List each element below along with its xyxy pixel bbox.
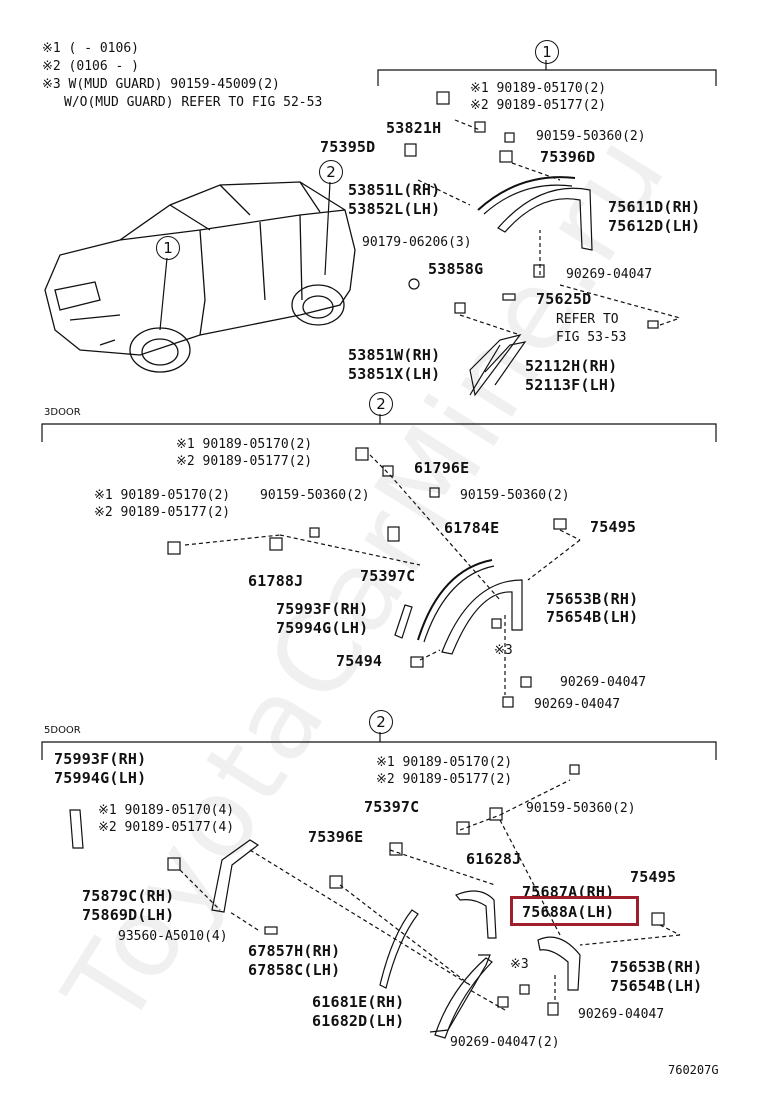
part-75396D[interactable]: 75396D	[540, 148, 596, 166]
part-75396E[interactable]: 75396E	[308, 828, 364, 846]
part-90269-04047-s3b[interactable]: 90269-04047(2)	[450, 1035, 560, 1050]
s3-clip-note-3: ※1 90189-05170(4)	[98, 803, 235, 818]
s2-clip-note-4: ※2 90189-05177(2)	[94, 505, 231, 520]
callout-circle-2-3door: 2	[369, 392, 393, 416]
part-53851X[interactable]: 53851X(LH)	[348, 365, 441, 383]
note-line-1: ※1 ( - 0106)	[42, 41, 139, 56]
part-75688A[interactable]: 75688A(LH)	[522, 903, 615, 921]
part-61682D[interactable]: 61682D(LH)	[312, 1012, 405, 1030]
part-90269-04047-s1[interactable]: 90269-04047	[566, 267, 653, 282]
note-line-3: ※3 W(MUD GUARD) 90159-45009(2)	[42, 77, 280, 92]
part-75653B-s2[interactable]: 75653B(RH)	[546, 590, 639, 608]
part-75654B-s2[interactable]: 75654B(LH)	[546, 608, 639, 626]
part-75687A[interactable]: 75687A(RH)	[522, 883, 615, 901]
part-53821H[interactable]: 53821H	[386, 119, 442, 137]
part-75879C[interactable]: 75879C(RH)	[82, 887, 175, 905]
figure-code: 760207G	[668, 1063, 719, 1077]
part-53851L[interactable]: 53851L(RH)	[348, 181, 441, 199]
callout-circle-2-car: 2	[319, 160, 343, 184]
part-90179-06206[interactable]: 90179-06206(3)	[362, 235, 472, 250]
s2-clip-note-3: ※1 90189-05170(2)	[94, 488, 231, 503]
s1-clip-note-1: ※1 90189-05170(2)	[470, 81, 607, 96]
part-75993F-s3[interactable]: 75993F(RH)	[54, 750, 147, 768]
note-line-4: W/O(MUD GUARD) REFER TO FIG 52-53	[64, 95, 323, 110]
refer-to-label: REFER TO	[556, 312, 619, 327]
s3-clip-note-1: ※1 90189-05170(2)	[376, 755, 513, 770]
part-52113F[interactable]: 52113F(LH)	[525, 376, 618, 394]
part-75494[interactable]: 75494	[336, 652, 383, 670]
s1-clip-note-2: ※2 90189-05177(2)	[470, 98, 607, 113]
part-61796E[interactable]: 61796E	[414, 459, 470, 477]
part-75993F-s2[interactable]: 75993F(RH)	[276, 600, 369, 618]
part-75612D[interactable]: 75612D(LH)	[608, 217, 701, 235]
s3-clip-note-4: ※2 90189-05177(4)	[98, 820, 235, 835]
part-61784E[interactable]: 61784E	[444, 519, 500, 537]
part-75495-s3[interactable]: 75495	[630, 868, 677, 886]
part-52112H[interactable]: 52112H(RH)	[525, 357, 618, 375]
callout-circle-1-car: 1	[156, 236, 180, 260]
part-75397C-s2[interactable]: 75397C	[360, 567, 416, 585]
s2-clip-note-2: ※2 90189-05177(2)	[176, 454, 313, 469]
refer-fig-53-53[interactable]: FIG 53-53	[556, 330, 627, 345]
part-61681E[interactable]: 61681E(RH)	[312, 993, 405, 1011]
section-label-5door: 5DOOR	[44, 725, 81, 736]
part-67857H[interactable]: 67857H(RH)	[248, 942, 341, 960]
part-75994G-s3[interactable]: 75994G(LH)	[54, 769, 147, 787]
vehicle-drawing	[44, 181, 356, 373]
part-61788J[interactable]: 61788J	[248, 572, 304, 590]
section-label-3door: 3DOOR	[44, 407, 81, 418]
part-67858C[interactable]: 67858C(LH)	[248, 961, 341, 979]
part-53858G[interactable]: 53858G	[428, 260, 484, 278]
part-53851W[interactable]: 53851W(RH)	[348, 346, 441, 364]
part-53852L[interactable]: 53852L(LH)	[348, 200, 441, 218]
part-highlight-box	[510, 896, 639, 926]
callout-circle-1: 1	[535, 40, 559, 64]
callout-circle-2-5door: 2	[369, 710, 393, 734]
part-75397C-s3[interactable]: 75397C	[364, 798, 420, 816]
part-90269-04047-s2b[interactable]: 90269-04047	[534, 697, 621, 712]
s3-note-3: ※3	[510, 957, 529, 972]
part-61628J[interactable]: 61628J	[466, 850, 522, 868]
part-75653B-s3[interactable]: 75653B(RH)	[610, 958, 703, 976]
part-75625D[interactable]: 75625D	[536, 290, 592, 308]
note-line-2: ※2 (0106 - )	[42, 59, 139, 74]
part-93560-A5010[interactable]: 93560-A5010(4)	[118, 929, 228, 944]
part-75994G-s2[interactable]: 75994G(LH)	[276, 619, 369, 637]
part-75395D[interactable]: 75395D	[320, 138, 376, 156]
part-90159-50360[interactable]: 90159-50360(2)	[536, 129, 646, 144]
part-75495-s2[interactable]: 75495	[590, 518, 637, 536]
part-75611D[interactable]: 75611D(RH)	[608, 198, 701, 216]
part-90269-04047-s3a[interactable]: 90269-04047	[578, 1007, 665, 1022]
part-90159-50360-s2a[interactable]: 90159-50360(2)	[260, 488, 370, 503]
part-75654B-s3[interactable]: 75654B(LH)	[610, 977, 703, 995]
part-90159-50360-s2b[interactable]: 90159-50360(2)	[460, 488, 570, 503]
part-90269-04047-s2a[interactable]: 90269-04047	[560, 675, 647, 690]
s3-clip-note-2: ※2 90189-05177(2)	[376, 772, 513, 787]
s2-clip-note-1: ※1 90189-05170(2)	[176, 437, 313, 452]
part-75869D[interactable]: 75869D(LH)	[82, 906, 175, 924]
s2-note-3: ※3	[494, 643, 513, 658]
part-90159-50360-s3[interactable]: 90159-50360(2)	[526, 801, 636, 816]
